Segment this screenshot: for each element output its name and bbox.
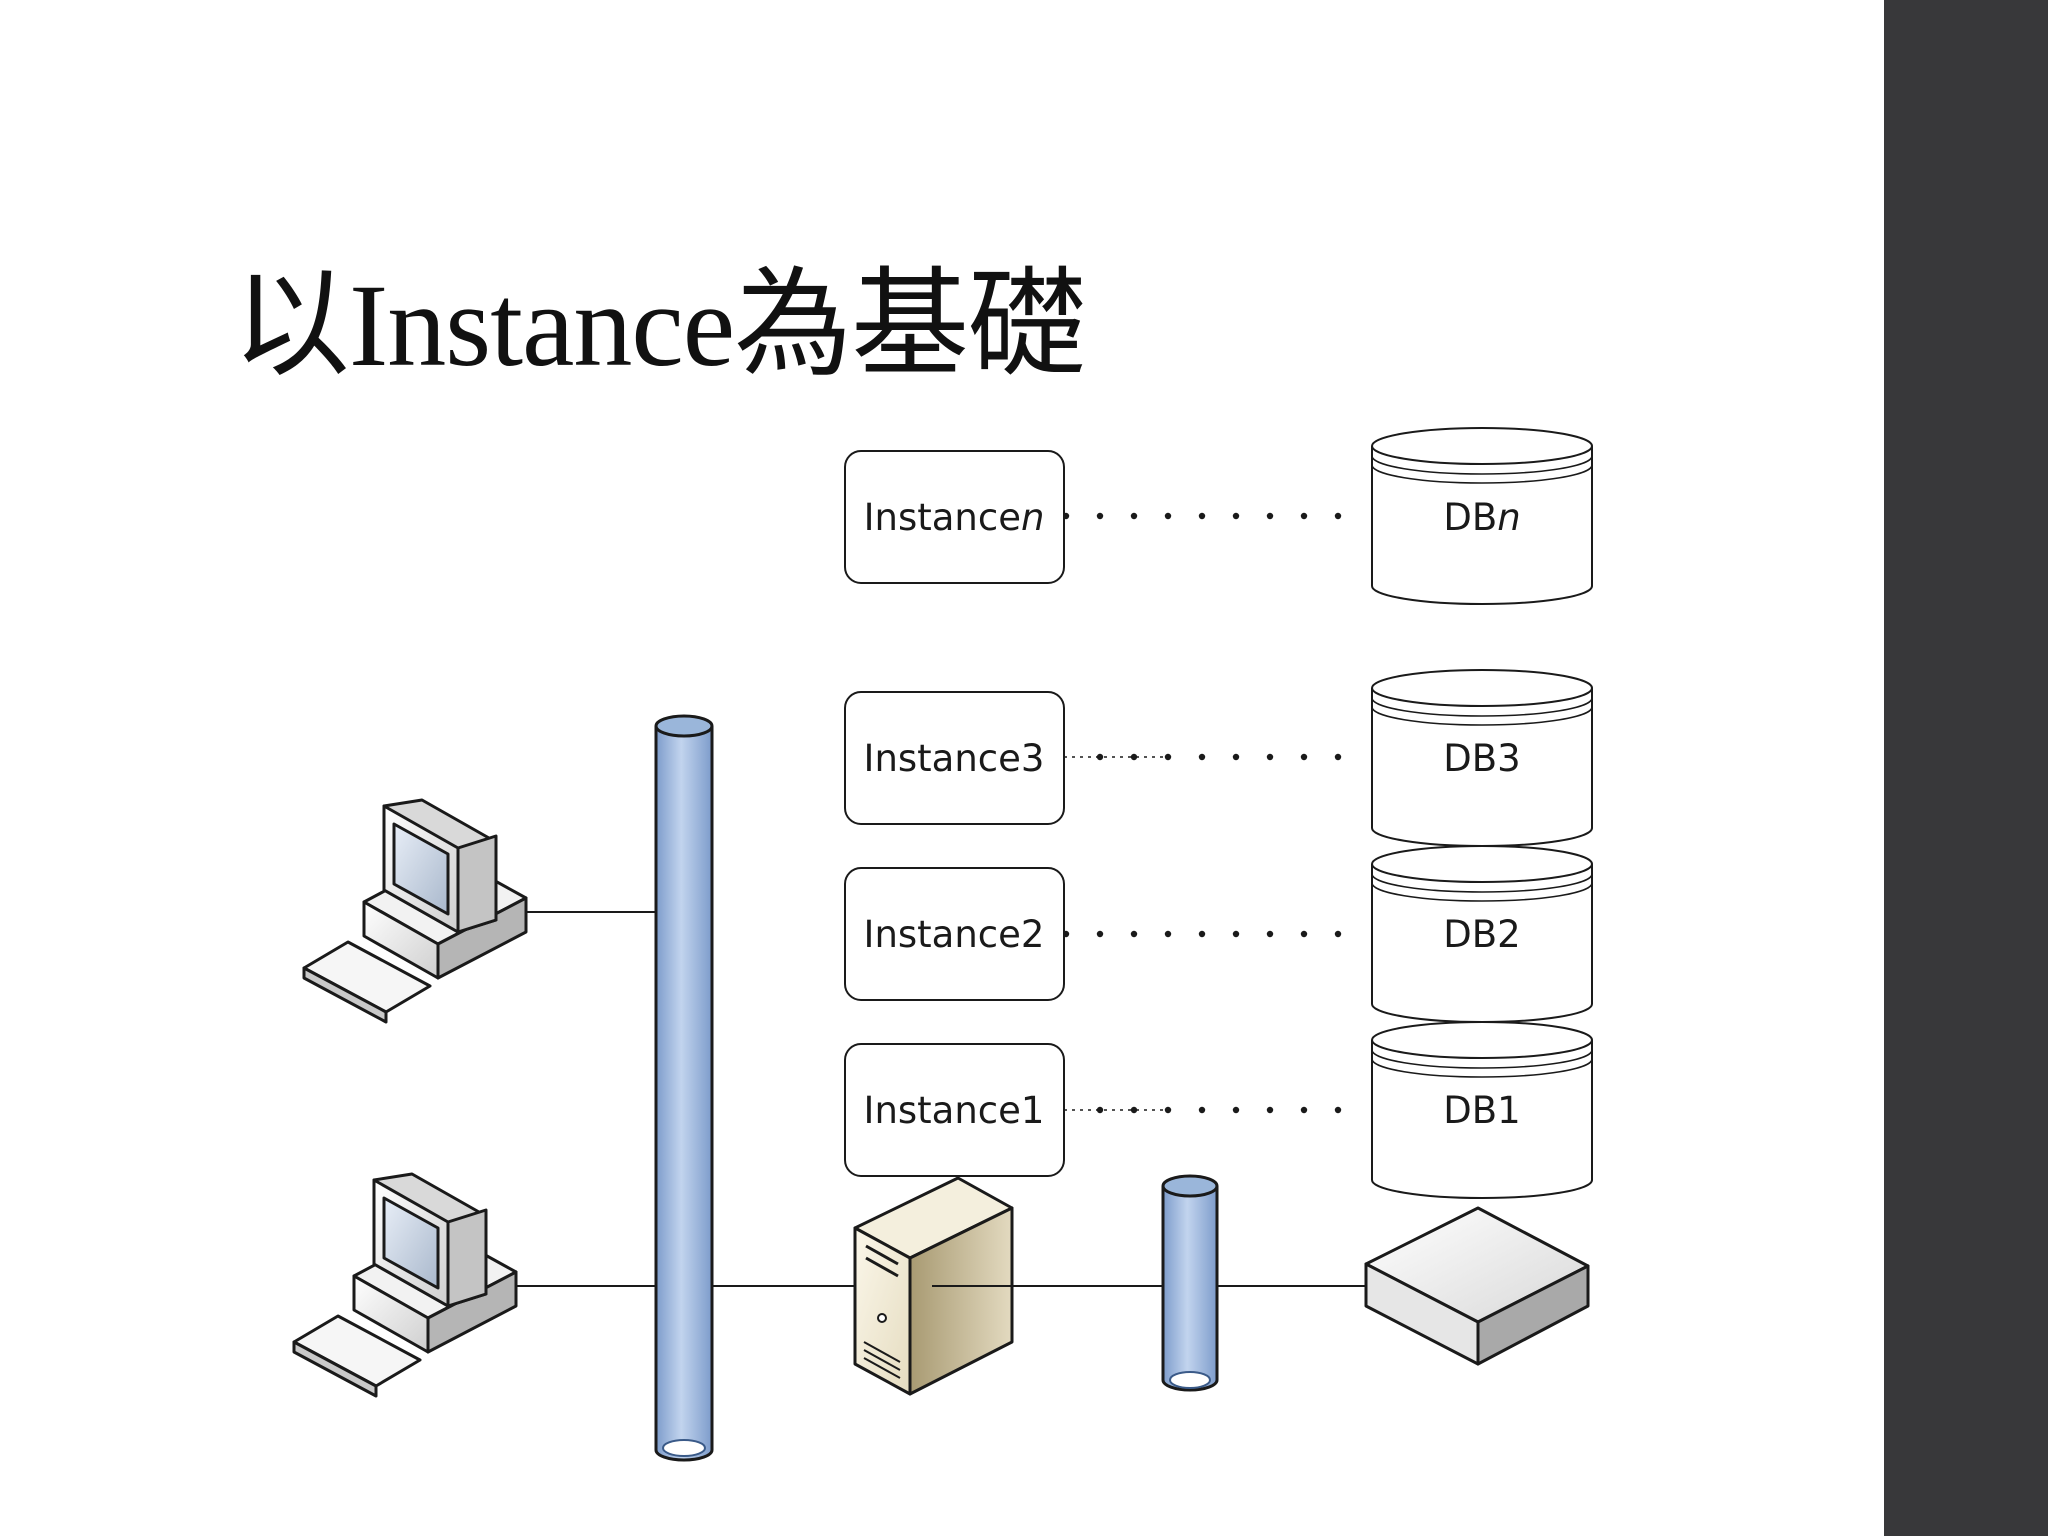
instance-label-1: Instance1 — [864, 1089, 1045, 1132]
connector-1 — [1064, 1106, 1342, 1114]
instance-label-n-suffix: n — [1021, 496, 1044, 539]
svg-text:Instance1: Instance1 — [864, 1089, 1045, 1132]
database-cylinder-icon: DBn DB3 DB2 DB1 — [1371, 427, 1593, 1199]
storage-device-icon — [1364, 1206, 1590, 1366]
db-cylinder-3: DB3 — [1371, 669, 1593, 847]
db-cylinder-n: DBn — [1371, 427, 1593, 605]
db-label-1: DB1 — [1443, 1089, 1520, 1132]
db-label-3: DB3 — [1443, 737, 1520, 780]
svg-text:DB3: DB3 — [1443, 737, 1520, 780]
computer-1 — [302, 798, 528, 1024]
slide: 以Instance為基礎 — [232, 260, 1593, 1462]
svg-text:DB1: DB1 — [1443, 1089, 1520, 1132]
db-label-n-suffix: n — [1497, 496, 1520, 539]
slide-title: 以Instance為基礎 — [232, 260, 1086, 391]
connector-n — [1062, 512, 1342, 520]
svg-text:DB2: DB2 — [1443, 913, 1520, 956]
svg-text:Instance3: Instance3 — [864, 737, 1045, 780]
server-icon — [853, 1176, 1014, 1396]
svg-text:Instancen: Instancen — [864, 496, 1045, 539]
db-label-n: DB — [1443, 496, 1497, 539]
db-cylinder-1: DB1 — [1371, 1021, 1593, 1199]
db-cylinder-2: DB2 — [1371, 845, 1593, 1023]
storage-network-pipe-icon — [1161, 1174, 1219, 1392]
instance-db-connectors — [1062, 512, 1342, 1114]
architecture-diagram: Instancen Instance3 Instance2 Instance1 … — [292, 427, 1593, 1462]
svg-text:DBn: DBn — [1443, 496, 1520, 539]
computer-2 — [292, 1172, 518, 1398]
connector-2 — [1062, 930, 1342, 938]
network-pipe-icon — [654, 714, 714, 1462]
instance-box-3: Instance3 — [844, 691, 1065, 825]
svg-text:Instance2: Instance2 — [864, 913, 1045, 956]
connector-3 — [1064, 753, 1342, 761]
instance-label-3: Instance3 — [864, 737, 1045, 780]
computer-icon — [292, 798, 528, 1398]
instance-box-1: Instance1 — [844, 1043, 1065, 1177]
side-bar — [1884, 0, 2048, 1536]
instance-label-2: Instance2 — [864, 913, 1045, 956]
instance-box-n: Instancen — [844, 450, 1065, 584]
db-label-2: DB2 — [1443, 913, 1520, 956]
instance-box-2: Instance2 — [844, 867, 1065, 1001]
instance-label-n: Instance — [864, 496, 1021, 539]
